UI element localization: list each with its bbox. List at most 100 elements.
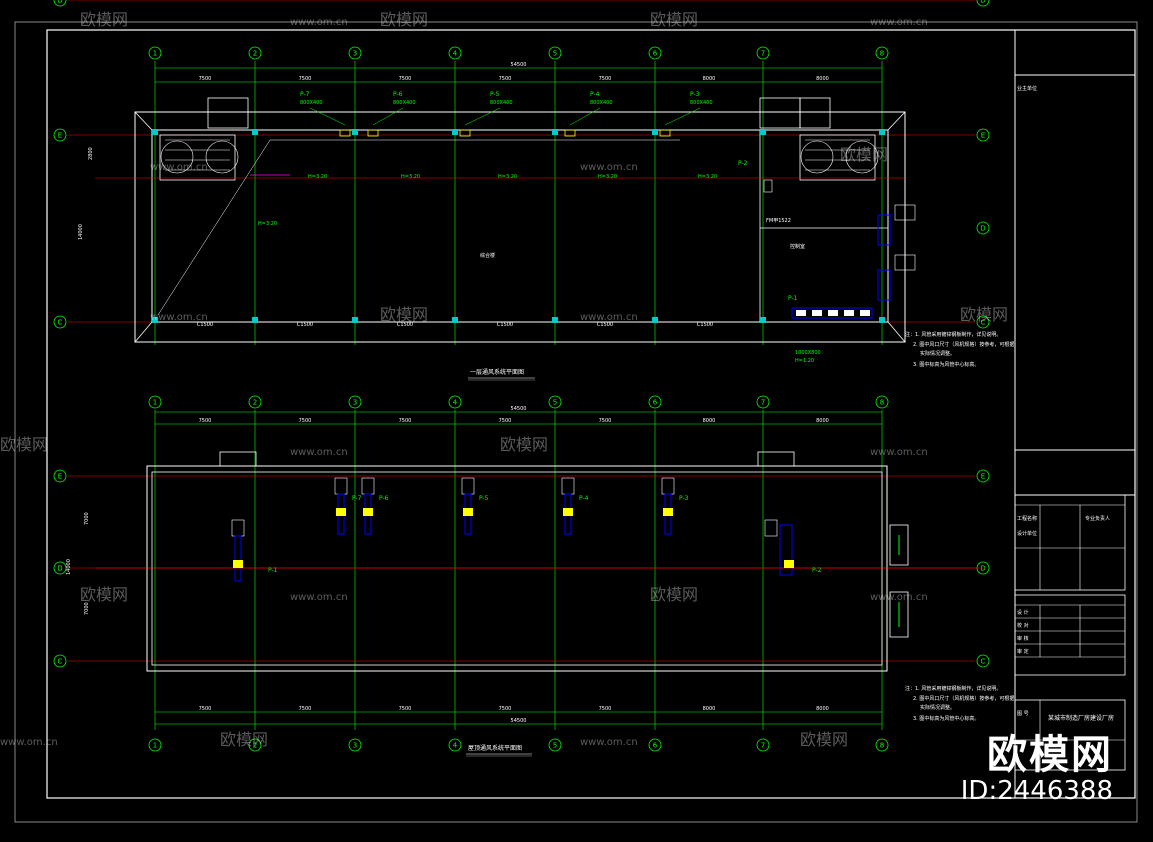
grid-bubble-row: [53, 0, 67, 7]
watermark-site-tile: www.om.cn: [150, 162, 208, 173]
tb-drawing-no-label: 图 号: [1017, 711, 1029, 717]
grid-bubble-col: [348, 46, 362, 60]
tb-project-label: 工程名称: [1017, 515, 1037, 522]
grid-bubble-col: [148, 395, 162, 409]
watermark-id: ID:2446388: [960, 776, 1113, 806]
plan1-notes: 注：1. 风管采用镀锌钢板制作，详见说明。 2. 图中风口尺寸（风机规格）按参考…: [905, 331, 1014, 368]
grid-bubble-col-bottom: [756, 738, 770, 752]
bay-dimension-bottom: 7500: [199, 706, 212, 712]
plan1-fan-size: 800X400: [300, 100, 323, 106]
grid-label-col-bottom: 4: [453, 742, 458, 750]
bay-dimension-bottom: 8000: [703, 706, 716, 712]
grid-bubble-col: [648, 395, 662, 409]
watermark-brand-tile: 欧模网: [0, 435, 48, 454]
window-dim: C1500: [697, 322, 713, 328]
plan1-fan-p1-label: P-1: [788, 295, 798, 302]
window-dim: C1500: [197, 322, 213, 328]
grid-bubble-col-bottom: [548, 738, 562, 752]
bay-dimension: 7500: [299, 76, 312, 82]
bay-dimension: 7500: [599, 418, 612, 424]
watermark-brand-tile: 欧模网: [380, 10, 428, 29]
tb-owner-label: 业主单位: [1017, 85, 1037, 92]
bay-dimension: 7500: [499, 418, 512, 424]
watermark-site-tile: www.om.cn: [870, 17, 928, 28]
plan1-room-main: 综合楼: [480, 252, 495, 259]
grid-bubble-row: [976, 128, 990, 142]
grid-label-col-bottom: 8: [880, 742, 884, 750]
bay-dimension-bottom: 7500: [399, 706, 412, 712]
grid-bubble-col-bottom: [148, 738, 162, 752]
bay-dimension-bottom: 7500: [499, 706, 512, 712]
window-dim: C1500: [297, 322, 313, 328]
grid-label-row: E: [58, 132, 62, 140]
window-dim: C1500: [497, 322, 513, 328]
damper: [363, 508, 373, 516]
plan1-inner-wall: [151, 129, 889, 323]
plan1-outer-wall: [134, 111, 906, 343]
watermark-site-tile: www.om.cn: [290, 447, 348, 458]
bay-dimension: 7500: [599, 76, 612, 82]
watermark-site-tile: www.om.cn: [870, 592, 928, 603]
plan1-room-control: 控制室: [790, 243, 805, 250]
plan2-outer-wall: [146, 465, 888, 672]
plan1-side-dim-1: 2800: [88, 147, 94, 160]
plan1-height-label: H=3.20: [308, 174, 327, 180]
watermark-site-tile: www.om.cn: [870, 447, 928, 458]
grid-bubble-col-bottom: [248, 738, 262, 752]
plan1-note-1: 注：1. 风管采用镀锌钢板制作，详见说明。: [905, 331, 1001, 338]
window-dim: C1500: [397, 322, 413, 328]
tb-project-title: 某城市制造厂房建设厂房: [1048, 714, 1114, 722]
plan2-side-dim-1: 7000: [84, 512, 90, 525]
plan2-inner-wall: [151, 471, 883, 666]
structural-column: [252, 317, 258, 323]
grid-label-row: D: [57, 565, 62, 573]
watermark-site-tile: www.om.cn: [580, 737, 638, 748]
tb-lead-label: 专业负责人: [1085, 515, 1110, 522]
grid-label-col-bottom: 1: [153, 742, 157, 750]
plan1-fan-size: 800X400: [393, 100, 416, 106]
structural-column: [352, 317, 358, 323]
grid-bubble-row-d: [976, 221, 990, 235]
plan2-title: 屋顶通风系统平面图: [468, 744, 522, 752]
plan1-fan-label: P-5: [490, 91, 500, 98]
watermark-tiles: 欧模网欧模网欧模网欧模网欧模网欧模网欧模网欧模网欧模网欧模网欧模网欧模网www.…: [0, 10, 1008, 749]
plan2-side-dim-2: 7000: [84, 602, 90, 615]
plan2-note-4: 3. 图中标高为风管中心标高。: [913, 715, 979, 722]
structural-column: [879, 317, 885, 323]
grid-label-col-bottom: 6: [653, 742, 658, 750]
structural-column: [760, 317, 766, 323]
roof-fan-housing: [661, 477, 675, 495]
exhaust-fan: [564, 129, 576, 137]
grid-bubble-col: [648, 46, 662, 60]
grid-bubble-col-bottom: [348, 738, 362, 752]
window-dim: C1500: [597, 322, 613, 328]
plan1-stair-right: [799, 134, 876, 181]
bay-dimension: 7500: [399, 76, 412, 82]
bay-dimension-bottom: 7500: [599, 706, 612, 712]
plan1-fan-label: P-4: [590, 91, 600, 98]
structural-column: [252, 129, 258, 135]
tb-approve-label: 审 定: [1017, 648, 1029, 655]
grid-label-row: C: [58, 658, 63, 666]
grid-bubble-col: [875, 46, 889, 60]
plan1-fan-size: 800X400: [490, 100, 513, 106]
grid-bubble-row: [53, 469, 67, 483]
bay-dimension: 8000: [816, 76, 829, 82]
grid-bubble-col: [756, 395, 770, 409]
structural-column: [760, 129, 766, 135]
total-dimension: 54500: [511, 62, 527, 68]
bay-dimension: 8000: [703, 418, 716, 424]
title-block: 业主单位 工程名称 设计单位 专业负责人 设 计 校 对 审 核 审 定 图 号…: [1014, 30, 1135, 798]
grid-bubble-row: [53, 654, 67, 668]
grid-bubble-row: [53, 315, 67, 329]
plan1-fan-label: P-7: [300, 91, 310, 98]
grid-bubble-col: [548, 395, 562, 409]
tb-review-label: 审 核: [1017, 635, 1029, 642]
grid-bubble-col: [248, 46, 262, 60]
grid-label-row: D: [57, 0, 62, 5]
structural-column: [352, 129, 358, 135]
watermark-site-tile: www.om.cn: [290, 592, 348, 603]
